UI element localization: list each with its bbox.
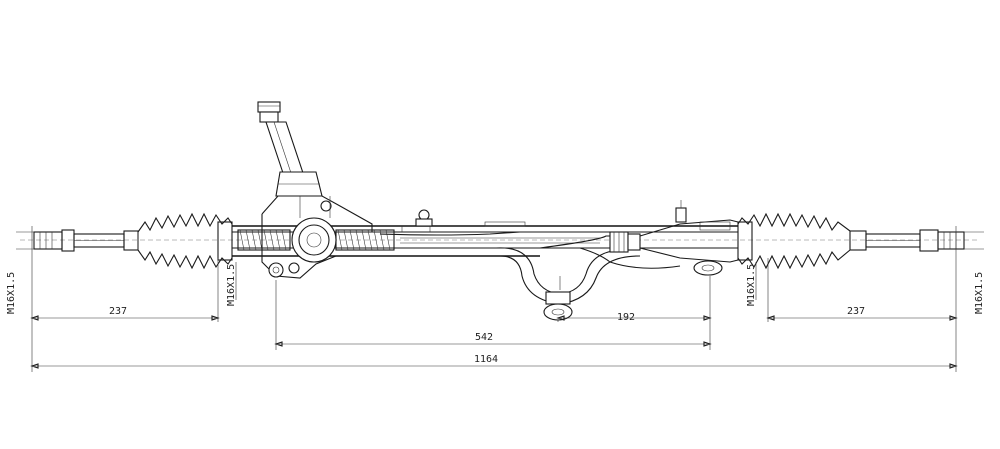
pinion-input-shaft	[257, 101, 323, 197]
vent-fitting	[415, 209, 433, 227]
right-boot	[737, 212, 851, 270]
thread-right-outer-label: M16X1.5	[974, 272, 985, 314]
thread-right-inner-label: M16X1.5	[746, 264, 757, 306]
center-mount	[495, 247, 641, 321]
dim-right-boot-label: 237	[847, 306, 865, 317]
fluid-lines	[379, 226, 681, 269]
thread-left-inner-label: M16X1.5	[226, 264, 237, 306]
rack-spring-left	[237, 229, 291, 251]
right-cylinder-clamp	[609, 200, 739, 276]
left-tie-rod-end	[33, 229, 139, 252]
dim-left-boot-label: 237	[109, 306, 127, 317]
right-tie-rod-end	[849, 229, 965, 252]
dim-overall-label: 1164	[474, 354, 498, 365]
dim-mount-span-label: 542	[475, 332, 493, 343]
dim-mount-offset-label: 192	[617, 312, 635, 323]
dimension-lines	[16, 226, 984, 372]
valve-housing	[261, 195, 373, 279]
thread-left-outer-label: M16X1.5	[6, 272, 17, 314]
